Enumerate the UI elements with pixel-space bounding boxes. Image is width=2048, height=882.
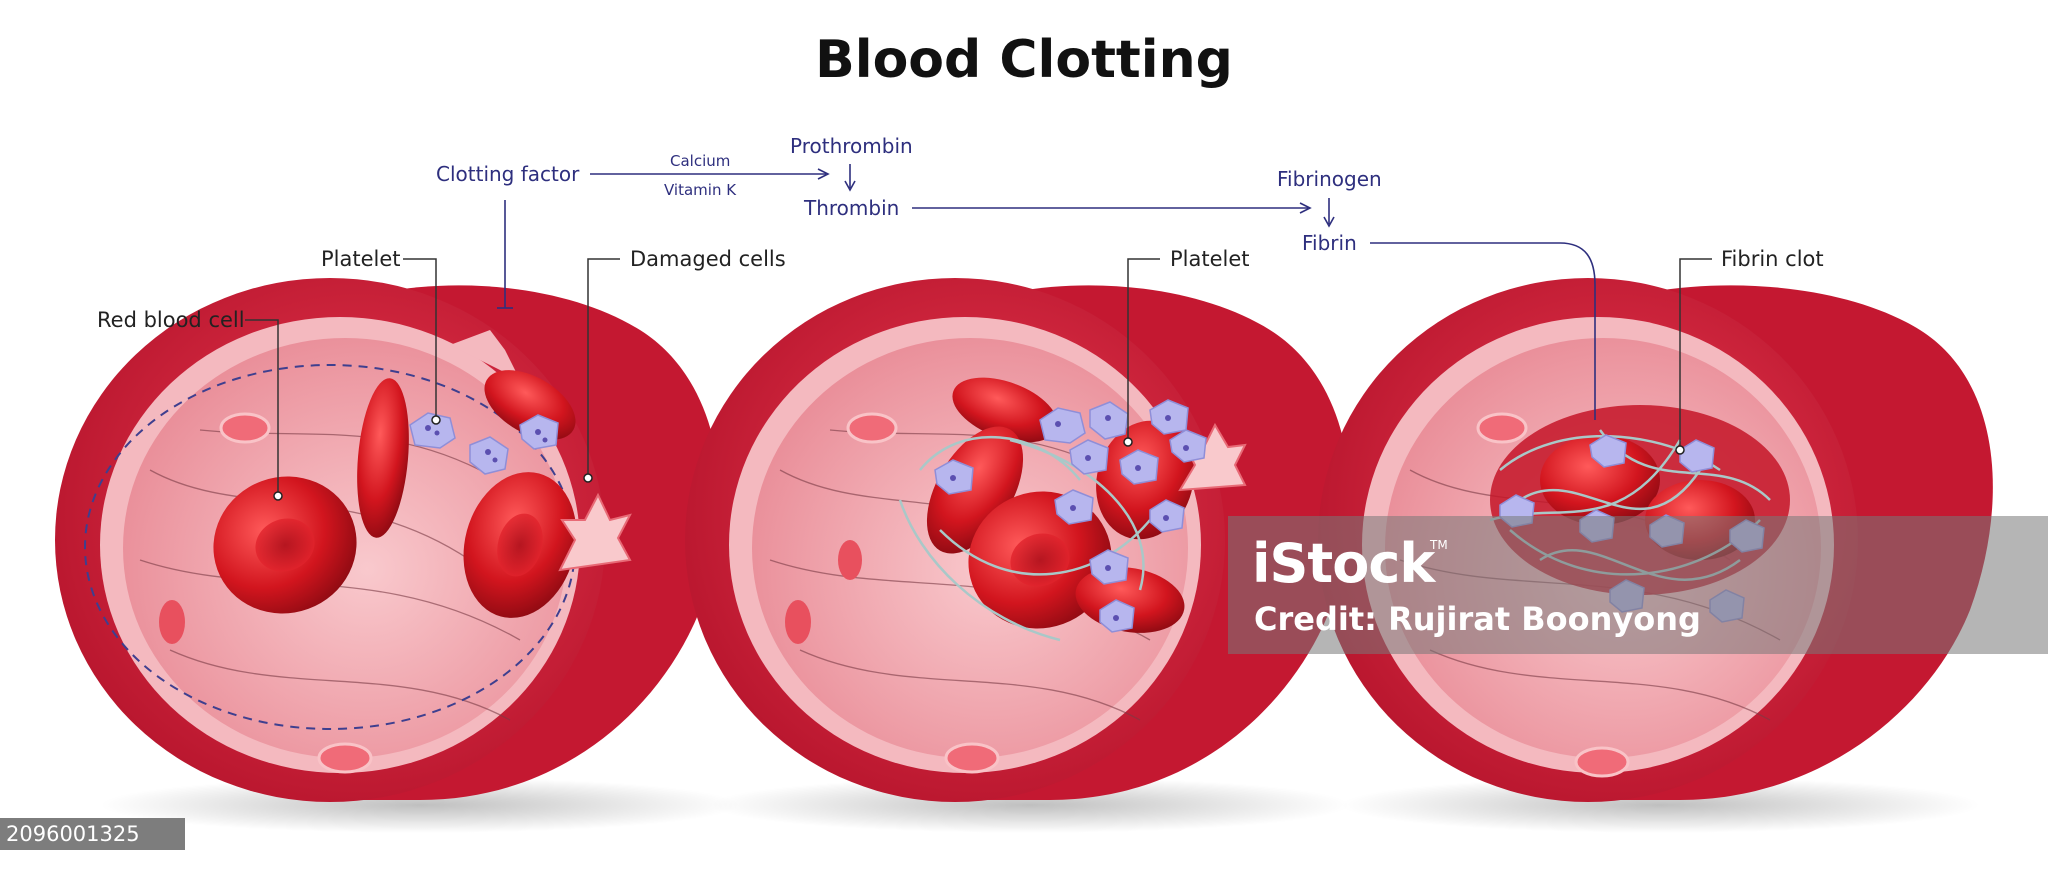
image-id-badge: 2096001325 [0, 818, 185, 850]
flow-arrows [497, 164, 1596, 420]
red-blood-cell [952, 377, 1058, 443]
red-blood-cell [357, 378, 409, 538]
leader-lines [245, 258, 1712, 496]
damaged-cells [558, 492, 632, 572]
platelet-label: Platelet [321, 247, 401, 271]
red-blood-cell-label: Red blood cell [97, 308, 245, 332]
vessel-1 [55, 278, 740, 833]
platelet-label: Platelet [1170, 247, 1250, 271]
calcium-label: Calcium [670, 152, 731, 170]
vessel-2 [685, 278, 1350, 833]
prothrombin-label: Prothrombin [790, 134, 913, 158]
damaged-cells-label: Damaged cells [630, 247, 786, 271]
watermark-band [1228, 516, 2048, 654]
vitamin-k-label: Vitamin K [664, 181, 737, 199]
fibrin-label: Fibrin [1302, 231, 1357, 255]
platelet [409, 412, 559, 475]
fibrinogen-label: Fibrinogen [1277, 167, 1382, 191]
fibrin-threads [898, 435, 1151, 642]
credit-text: Credit: Rujirat Boonyong [1254, 600, 1701, 638]
clotting-factor-label: Clotting factor [436, 162, 580, 186]
page-title: Blood Clotting [815, 30, 1233, 90]
trademark-mark: TM [1430, 538, 1448, 552]
fibrin-clot-label: Fibrin clot [1721, 247, 1824, 271]
thrombin-label: Thrombin [804, 196, 900, 220]
istock-logo: iStock [1252, 532, 1435, 595]
